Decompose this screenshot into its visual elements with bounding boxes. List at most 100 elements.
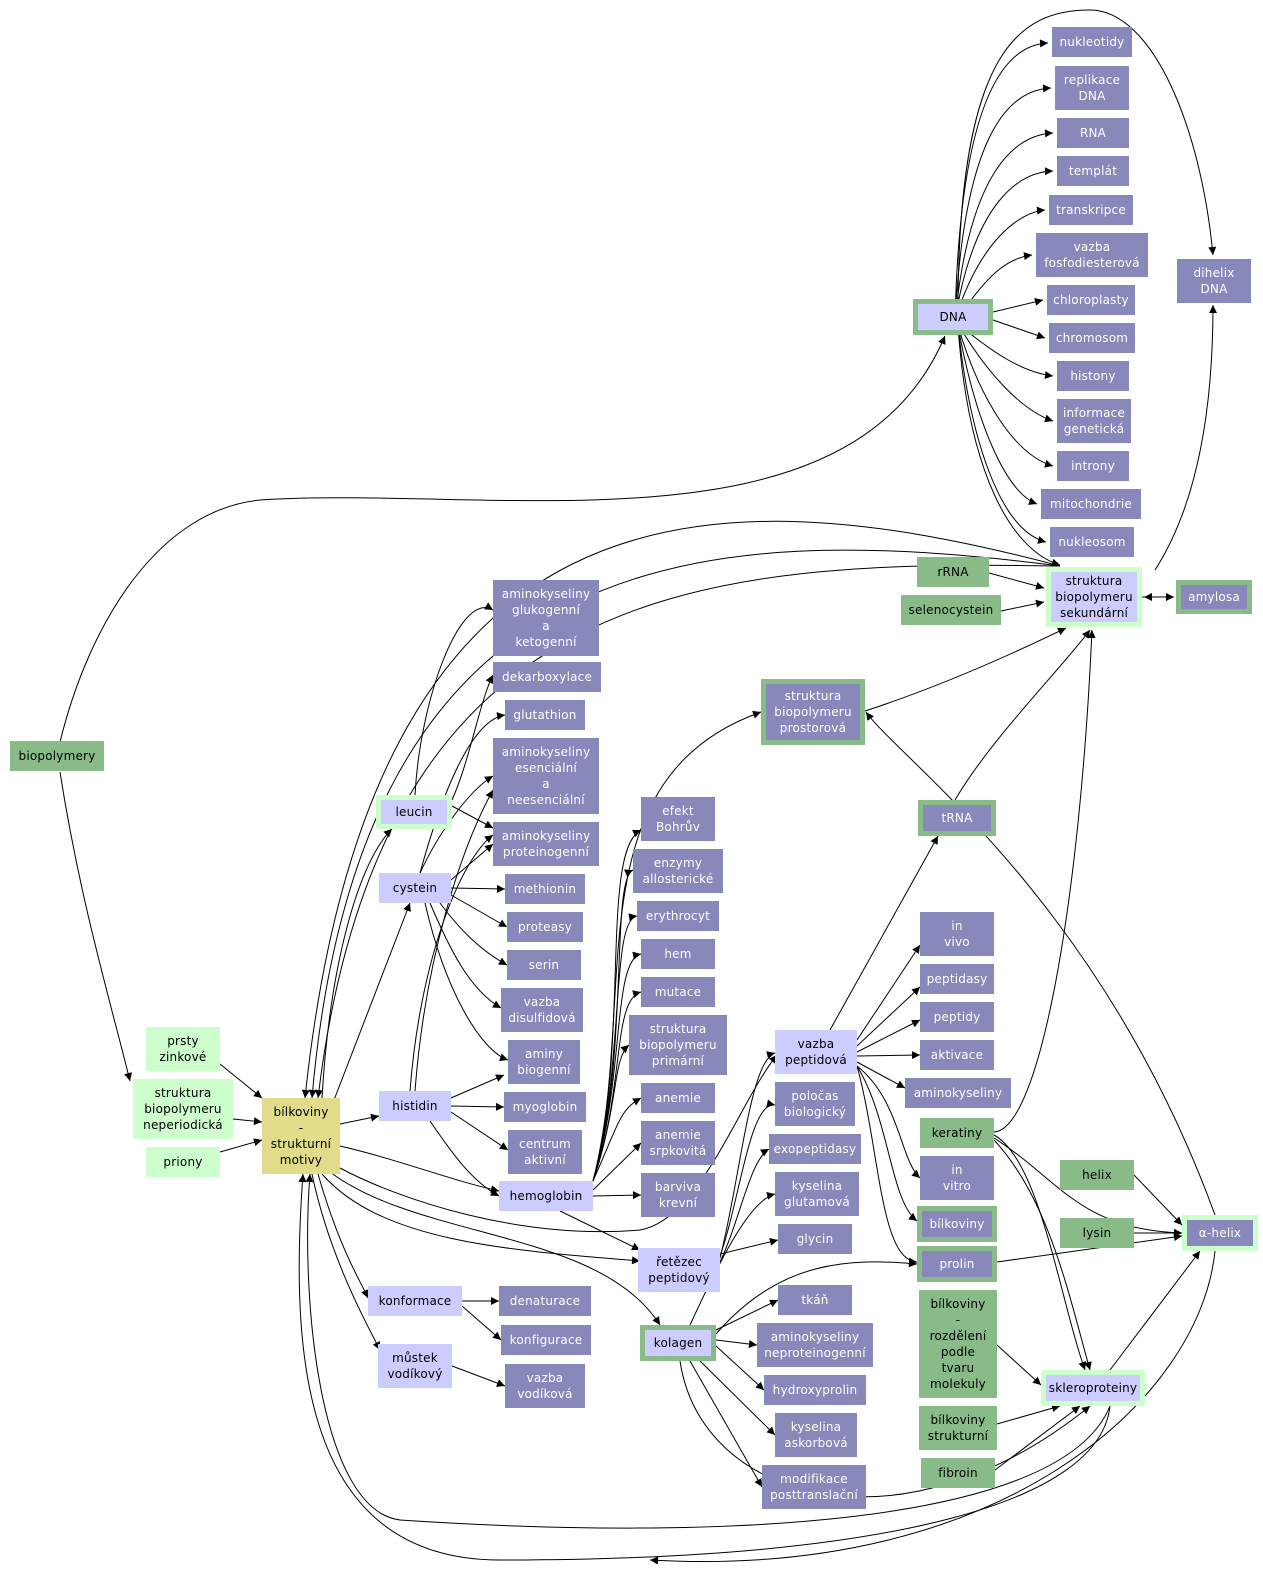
node-aminokyseliny-esencialni[interactable]: aminokyseliny esenciální a neesenciální xyxy=(493,738,599,814)
node-selenocystein[interactable]: selenocystein xyxy=(901,595,1001,625)
node-exopeptidasy[interactable]: exopeptidasy xyxy=(769,1134,861,1164)
node-in-vitro[interactable]: in vitro xyxy=(920,1156,994,1200)
node-kolagen[interactable]: kolagen xyxy=(640,1325,716,1361)
edge-47 xyxy=(419,712,506,874)
node-chromosom[interactable]: chromosom xyxy=(1049,323,1135,353)
node-enzymy-allostericke[interactable]: enzymy allosterické xyxy=(633,849,723,893)
node-barviva-krevni[interactable]: barviva krevní xyxy=(641,1173,715,1217)
node-bilkoviny-rozdeleni[interactable]: bílkoviny - rozdělení podle tvaru moleku… xyxy=(919,1290,997,1398)
node-konfigurace[interactable]: konfigurace xyxy=(501,1325,591,1355)
node-dekarboxylace[interactable]: dekarboxylace xyxy=(493,662,601,692)
node-prolin[interactable]: prolin xyxy=(917,1246,997,1282)
node-dihelix-dna[interactable]: dihelix DNA xyxy=(1177,259,1251,303)
node-anemie-srpkovita[interactable]: anemie srpkovitá xyxy=(641,1121,715,1165)
node-serin[interactable]: serin xyxy=(507,950,581,980)
node-vazba-fosfodiesterova[interactable]: vazba fosfodiesterová xyxy=(1036,233,1148,277)
node-centrum-aktivni[interactable]: centrum aktivní xyxy=(508,1130,582,1174)
node-methionin[interactable]: methionin xyxy=(505,874,585,904)
node-glutathion[interactable]: glutathion xyxy=(505,700,585,730)
node-nukleosom[interactable]: nukleosom xyxy=(1050,527,1134,557)
node-hydroxyprolin[interactable]: hydroxyprolin xyxy=(764,1375,866,1405)
node-chloroplasty[interactable]: chloroplasty xyxy=(1047,285,1135,315)
node-replikace-dna[interactable]: replikace DNA xyxy=(1055,66,1129,110)
node-polocas-biologicky[interactable]: poločas biologický xyxy=(775,1082,855,1126)
node-anemie[interactable]: anemie xyxy=(641,1083,715,1113)
node-mitochondrie[interactable]: mitochondrie xyxy=(1041,489,1141,519)
node-hemoglobin[interactable]: hemoglobin xyxy=(499,1181,593,1211)
edge-33 xyxy=(311,1173,381,1351)
node-alpha-helix[interactable]: α-helix xyxy=(1182,1215,1258,1251)
edge-92 xyxy=(679,1360,1091,1498)
node-tkan[interactable]: tkáň xyxy=(778,1285,852,1315)
node-aktivace[interactable]: aktivace xyxy=(920,1040,994,1070)
node-keratiny[interactable]: keratiny xyxy=(920,1118,994,1148)
node-hem[interactable]: hem xyxy=(641,939,715,969)
node-retezec-peptidovy[interactable]: řetězec peptidový xyxy=(638,1248,720,1292)
edge-95 xyxy=(451,1365,506,1387)
node-denaturace[interactable]: denaturace xyxy=(499,1286,591,1316)
node-fibroin[interactable]: fibroin xyxy=(921,1458,995,1488)
node-rrna[interactable]: rRNA xyxy=(917,557,989,587)
node-aminy-biogenni[interactable]: aminy biogenní xyxy=(508,1040,580,1084)
edge-31 xyxy=(339,1145,500,1194)
node-vazba-peptidova[interactable]: vazba peptidová xyxy=(775,1030,857,1074)
node-bilkoviny-strukturni-motivy[interactable]: bílkoviny - strukturní motivy xyxy=(262,1098,340,1174)
node-in-vivo[interactable]: in vivo xyxy=(920,912,994,956)
node-modifikace-posttranslacni[interactable]: modifikace posttranslační xyxy=(762,1465,866,1509)
edge-14 xyxy=(957,9,1217,301)
node-amylosa[interactable]: amylosa xyxy=(1176,580,1252,614)
edge-50 xyxy=(450,884,506,893)
node-struktura-neperiodicka[interactable]: struktura biopolymeru neperiodická xyxy=(133,1079,233,1139)
node-erythrocyt[interactable]: erythrocyt xyxy=(637,901,719,931)
node-mustek-vodikovy[interactable]: můstek vodíkový xyxy=(378,1344,452,1388)
node-skleroproteiny[interactable]: skleroproteiny xyxy=(1041,1370,1145,1406)
node-lysin[interactable]: lysin xyxy=(1060,1218,1134,1248)
node-kyselina-glutamova[interactable]: kyselina glutamová xyxy=(775,1172,859,1216)
node-bilkoviny-strukturni[interactable]: bílkoviny strukturní xyxy=(919,1406,997,1450)
node-trna[interactable]: tRNA xyxy=(918,800,996,836)
node-vazba-vodikova[interactable]: vazba vodíková xyxy=(505,1364,585,1408)
node-proteasy[interactable]: proteasy xyxy=(507,912,583,942)
edge-26 xyxy=(232,1117,263,1126)
node-myoglobin[interactable]: myoglobin xyxy=(504,1092,586,1122)
node-helix[interactable]: helix xyxy=(1060,1160,1134,1190)
node-templat[interactable]: templát xyxy=(1057,156,1129,186)
node-leucin[interactable]: leucin xyxy=(376,795,452,829)
node-histony[interactable]: histony xyxy=(1057,361,1129,391)
node-struktura-prostorova[interactable]: struktura biopolymeru prostorová xyxy=(761,679,865,745)
node-dna[interactable]: DNA xyxy=(913,299,993,335)
edge-91 xyxy=(715,1259,918,1335)
edge-101 xyxy=(994,1405,1081,1471)
node-peptidy[interactable]: peptidy xyxy=(920,1002,994,1032)
node-aminokyseliny[interactable]: aminokyseliny xyxy=(905,1078,1011,1108)
node-cystein[interactable]: cystein xyxy=(379,873,451,903)
edge-82 xyxy=(719,1099,776,1257)
node-konformace[interactable]: konformace xyxy=(368,1286,462,1316)
edge-100 xyxy=(996,1404,1061,1425)
node-efekt-bohruv[interactable]: efekt Bohrův xyxy=(641,797,715,841)
node-transkripce[interactable]: transkripce xyxy=(1049,195,1133,225)
edge-12 xyxy=(957,325,1047,544)
edge-88 xyxy=(715,1345,765,1391)
node-vazba-disulfidova[interactable]: vazba disulfidová xyxy=(501,988,583,1032)
node-biopolymery[interactable]: biopolymery xyxy=(10,741,104,771)
node-priony[interactable]: priony xyxy=(146,1147,220,1177)
node-histidin[interactable]: histidin xyxy=(379,1091,451,1121)
node-mutace[interactable]: mutace xyxy=(641,977,715,1007)
node-informace-geneticka[interactable]: informace genetická xyxy=(1057,399,1131,443)
edge-24 xyxy=(59,771,132,1082)
node-prsty-zinkove[interactable]: prsty zinkové xyxy=(146,1027,220,1071)
node-introny[interactable]: introny xyxy=(1057,451,1129,481)
node-glycin[interactable]: glycin xyxy=(778,1224,852,1254)
node-struktura-primarni[interactable]: struktura biopolymeru primární xyxy=(629,1015,727,1075)
node-rna[interactable]: RNA xyxy=(1057,118,1129,148)
edge-15 xyxy=(1154,304,1217,571)
node-struktura-sekundarni[interactable]: struktura biopolymeru sekundární xyxy=(1046,567,1142,627)
node-nukleotidy[interactable]: nukleotidy xyxy=(1052,27,1132,57)
node-aminokyseliny-neproteinogenni[interactable]: aminokyseliny neproteinogenní xyxy=(757,1323,873,1367)
node-kyselina-askorbova[interactable]: kyselina askorbová xyxy=(775,1413,857,1457)
node-aminokyseliny-proteinogenni[interactable]: aminokyseliny proteinogenní xyxy=(493,822,599,866)
node-peptidasy[interactable]: peptidasy xyxy=(920,964,994,994)
node-aminokyseliny-glukogenni[interactable]: aminokyseliny glukogenní a ketogenní xyxy=(493,580,599,656)
node-bilkoviny[interactable]: bílkoviny xyxy=(917,1206,997,1242)
